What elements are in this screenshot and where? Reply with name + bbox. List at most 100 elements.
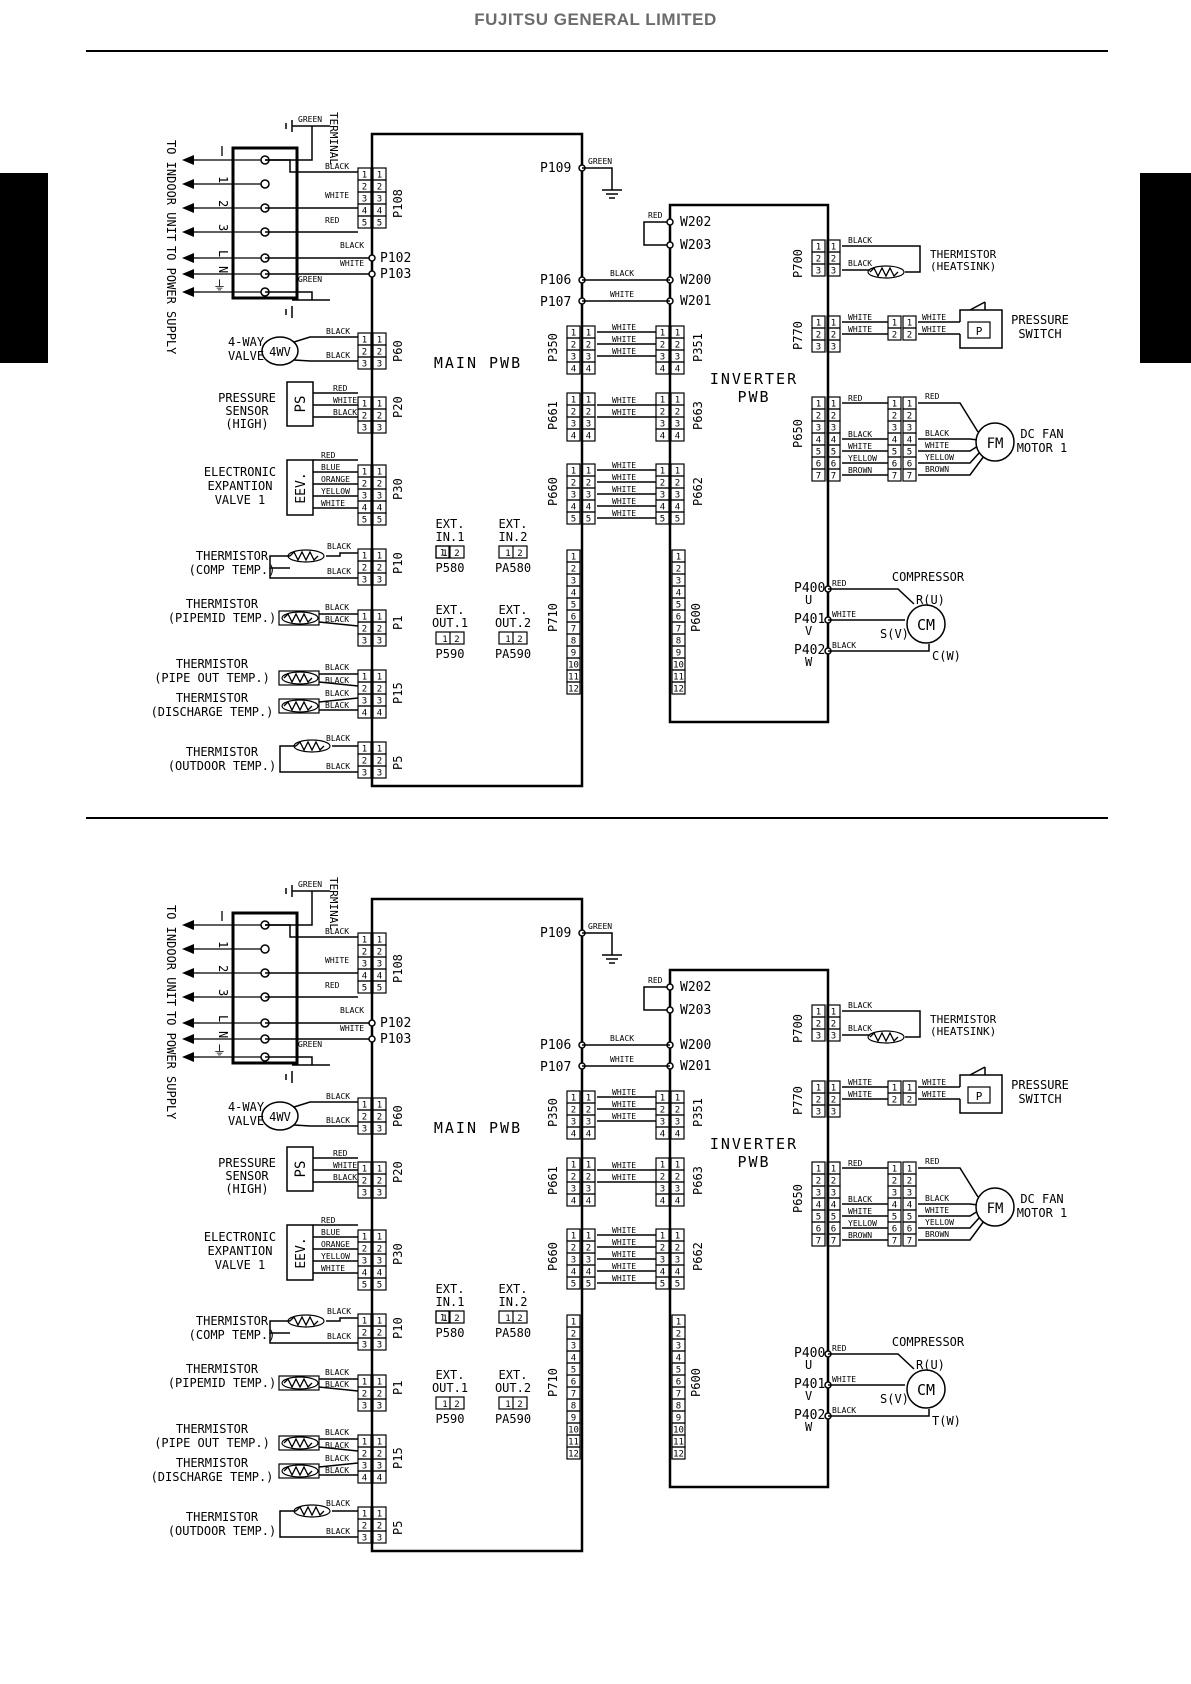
thermistor-symbol <box>295 1505 325 1517</box>
pin-number: 1 <box>440 1314 445 1324</box>
terminal-label: N <box>216 266 230 273</box>
thermistor-housing <box>278 1463 320 1479</box>
wire-color-label: WHITE <box>612 1112 636 1121</box>
label-thermistor-pipemid: THERMISTOR <box>186 1362 259 1376</box>
label-4way-valve: 4-WAY <box>228 1100 265 1114</box>
wire-line <box>918 1220 985 1241</box>
wire-color-label: WHITE <box>612 1250 636 1259</box>
pin-number: 2 <box>362 1329 367 1339</box>
pin-number: 6 <box>676 1378 681 1388</box>
label-thermistor-heatsink: THERMISTOR <box>930 248 997 261</box>
pin-number: 3 <box>377 697 382 707</box>
pin-box <box>357 572 372 586</box>
wire-color-label: WHITE <box>848 1207 872 1216</box>
wire-color-label: BROWN <box>848 466 872 475</box>
wire-line <box>318 1446 359 1452</box>
label-pressure-sensor: SENSOR <box>225 1169 269 1183</box>
pin-number: 1 <box>816 1165 821 1175</box>
pin-box <box>372 1337 387 1351</box>
connector-label-p402: P402 <box>794 643 825 658</box>
connector-label-p661: P661 <box>546 1166 560 1195</box>
pin-number: 2 <box>362 348 367 358</box>
terminal-label: L <box>216 1015 230 1022</box>
valve-4wv-symbol <box>261 1101 299 1131</box>
pin-box <box>566 1446 581 1460</box>
pin-box <box>372 633 387 647</box>
pin-box <box>826 468 841 482</box>
wire-line <box>918 1210 979 1217</box>
right-edge-tab <box>1140 173 1191 363</box>
pin-number: 8 <box>571 1402 576 1412</box>
pin-number: 3 <box>586 1118 591 1128</box>
pin-number: 3 <box>362 769 367 779</box>
pin-number: 3 <box>892 1189 897 1199</box>
pin-number: 4 <box>660 1197 665 1207</box>
pin-number: 3 <box>377 1189 382 1199</box>
wire-line <box>582 932 613 947</box>
pin-number: 1 <box>377 1438 382 1448</box>
terminal-heading: TERMINAL <box>327 112 340 165</box>
pin-number: 1 <box>907 1165 912 1175</box>
thermistor-body <box>281 1436 319 1450</box>
pin-number: 3 <box>831 267 836 277</box>
pin-number: 4 <box>907 1201 912 1211</box>
pressure-switch-symbol <box>967 1086 991 1104</box>
pin-number: 3 <box>675 1256 680 1266</box>
pin-number: 2 <box>816 331 821 341</box>
compressor-text: CM <box>917 616 935 634</box>
ground-symbol: ⏚ <box>213 1044 226 1059</box>
pin-number: 1 <box>675 1161 680 1171</box>
pin-number: 7 <box>831 1237 836 1247</box>
arrow-head <box>182 287 194 297</box>
pin-number: 8 <box>676 637 681 647</box>
pressure-sensor-text: PS <box>293 1161 309 1178</box>
pin-number: 1 <box>377 171 382 181</box>
pin-number: 5 <box>377 219 382 229</box>
pin-number: 3 <box>586 420 591 430</box>
label-4way-valve: VALVE <box>228 1114 264 1128</box>
label-thermistor-outdoor: THERMISTOR <box>186 1510 259 1524</box>
wire-color-label: BLACK <box>848 236 872 245</box>
inverter-pwb-board <box>668 203 830 724</box>
label-pressure-switch: SWITCH <box>1018 1092 1061 1106</box>
thermistor-body <box>287 1314 325 1328</box>
pin-number: 2 <box>362 1390 367 1400</box>
pin-number: 1 <box>377 1510 382 1520</box>
pin-number: 7 <box>831 472 836 482</box>
pin-number: 1 <box>442 549 447 559</box>
wire-color-label: BLACK <box>325 701 349 710</box>
pin-box <box>372 1470 387 1484</box>
wire-color-label: WHITE <box>340 259 364 268</box>
pin-box <box>357 1398 372 1412</box>
wire-line <box>828 644 930 652</box>
label-4way-valve: 4-WAY <box>228 335 265 349</box>
pin-number: 2 <box>377 1522 382 1532</box>
pin-number: 1 <box>831 1084 836 1094</box>
wire-line <box>969 1066 986 1076</box>
pin-number: 11 <box>568 673 579 683</box>
pin-number: 3 <box>362 960 367 970</box>
pin-number: 1 <box>571 329 576 339</box>
arrow-head <box>182 920 194 930</box>
thermistor-symbol <box>283 1437 313 1449</box>
pin-number: 2 <box>362 1113 367 1123</box>
pin-number: 2 <box>816 412 821 422</box>
pin-box <box>372 1185 387 1199</box>
pin-number: 2 <box>377 757 382 767</box>
pin-number: 4 <box>892 436 897 446</box>
pin-number: 3 <box>377 1341 382 1351</box>
pin-number: 3 <box>377 492 382 502</box>
thermistor-housing <box>278 1375 320 1391</box>
eev-text: EEV. <box>294 1237 309 1268</box>
pin-number: 3 <box>571 1185 576 1195</box>
pin-number: 2 <box>586 341 591 351</box>
pin-box <box>357 765 372 779</box>
thermistor-body <box>281 1376 319 1390</box>
wire-color-label: BLACK <box>326 1527 350 1536</box>
connector-label-p770: P770 <box>791 1086 805 1115</box>
pin-number: 1 <box>362 1510 367 1520</box>
pin-number: 1 <box>675 329 680 339</box>
pin-number: 3 <box>362 492 367 502</box>
